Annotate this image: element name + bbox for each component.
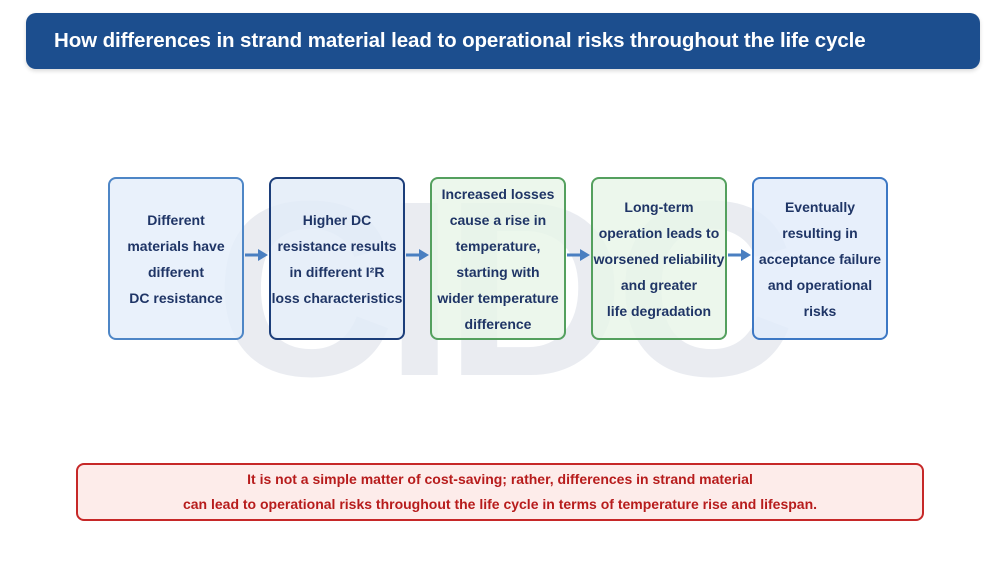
- arrow-right-icon: [245, 249, 268, 261]
- flow-step-2: Higher DC resistance results in differen…: [269, 177, 405, 340]
- flow-step-5-text: Eventually resulting in acceptance failu…: [758, 198, 882, 319]
- conclusion-note: It is not a simple matter of cost-saving…: [76, 463, 924, 521]
- conclusion-note-line-1: It is not a simple matter of cost-saving…: [247, 471, 753, 487]
- arrow-right-icon: [567, 249, 590, 261]
- conclusion-note-line-2: can lead to operational risks throughout…: [182, 496, 818, 512]
- arrow-right-icon: [728, 249, 751, 261]
- flow-step-4: Long-term operation leads to worsened re…: [591, 177, 727, 340]
- flow-step-1: Different materials have different DC re…: [108, 177, 244, 340]
- flow-step-3-text: Increased losses cause a rise in tempera…: [437, 185, 559, 332]
- page-title: How differences in strand material lead …: [54, 29, 866, 52]
- flow-step-5: Eventually resulting in acceptance failu…: [752, 177, 888, 340]
- title-bar: How differences in strand material lead …: [26, 13, 980, 69]
- flow-step-4-text: Long-term operation leads to worsened re…: [593, 198, 725, 319]
- flow-step-1-text: Different materials have different DC re…: [127, 211, 225, 306]
- flow-step-2-text: Higher DC resistance results in differen…: [271, 211, 403, 306]
- arrow-right-icon: [406, 249, 429, 261]
- flow-step-3: Increased losses cause a rise in tempera…: [430, 177, 566, 340]
